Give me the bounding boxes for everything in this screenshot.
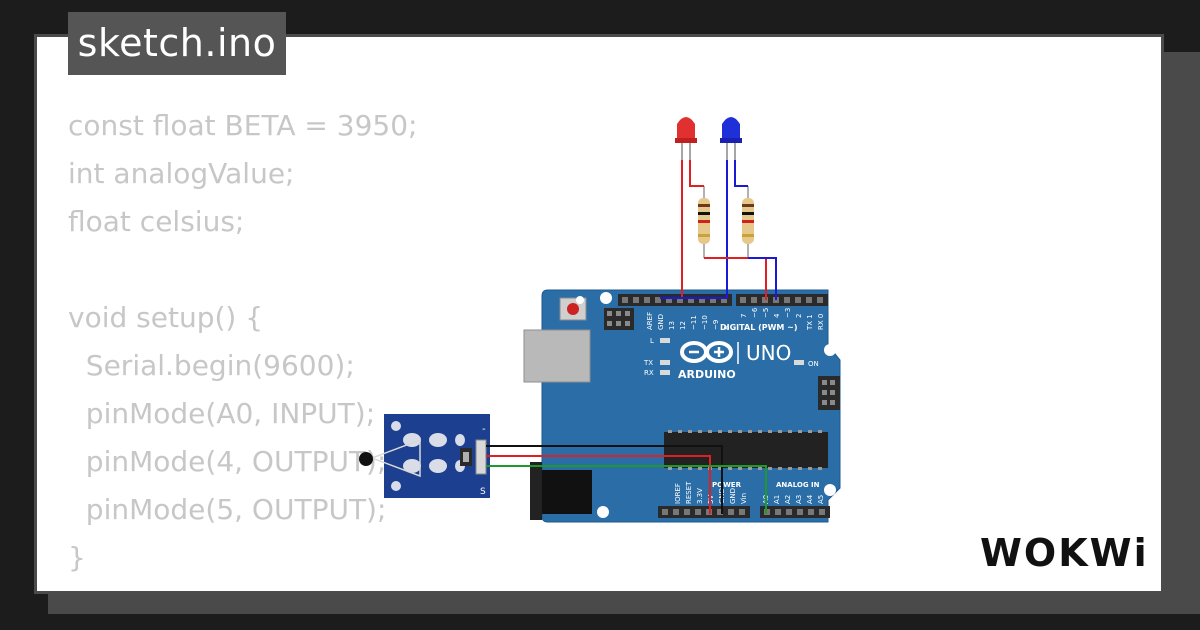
pin-label: GND: [729, 488, 737, 504]
pin-label: TX 1: [806, 314, 814, 331]
wire-sensor-vcc: [486, 455, 711, 514]
tx-label: TX: [643, 359, 653, 367]
code-line: }: [68, 541, 86, 574]
pin-label: A5: [817, 495, 825, 504]
pin-label: Vin: [740, 493, 748, 504]
circuit-diagram: AREF GND 13 12 ~11 ~10 ~9 8 7 ~6 ~5 4 ~3…: [359, 117, 841, 523]
icsp2-header: [818, 376, 840, 410]
code-line: pinMode(A0, INPUT);: [68, 397, 376, 430]
l-led-label: L: [650, 337, 654, 345]
red-led[interactable]: [675, 117, 697, 160]
rx-led: [660, 370, 670, 375]
pin-label: 7: [740, 314, 748, 318]
arduino-logo-icon: [680, 341, 733, 363]
on-label: ON: [808, 360, 819, 368]
digital-header-right: [736, 294, 828, 306]
usb-connector: [523, 329, 591, 383]
pin-label-aref: AREF: [646, 312, 654, 330]
wokwi-logo: WOKWi: [980, 531, 1149, 575]
code-line: pinMode(4, OUTPUT);: [68, 445, 387, 478]
pin-label-gnd: GND: [657, 314, 665, 330]
tx-led: [660, 360, 670, 365]
resistor-2[interactable]: [742, 186, 754, 258]
code-line: void setup() {: [68, 301, 264, 334]
pin-label: ~5: [762, 308, 770, 318]
wire-red-led-resistor: [689, 160, 704, 187]
power-label: POWER: [712, 481, 742, 489]
microcontroller-chip: [664, 432, 828, 468]
sensor-pin-s-label: S: [480, 487, 486, 497]
resistor-1[interactable]: [698, 186, 710, 258]
code-line: float celsius;: [68, 205, 245, 238]
thermistor-bead: [359, 452, 373, 466]
pin-label: A1: [773, 495, 781, 504]
l-led: [660, 338, 670, 343]
on-led: [794, 360, 804, 365]
pin-label: ~10: [701, 315, 709, 330]
pin-label: RX 0: [817, 314, 825, 330]
arduino-uno-board[interactable]: AREF GND 13 12 ~11 ~10 ~9 8 7 ~6 ~5 4 ~3…: [523, 289, 841, 523]
pin-label: 2: [795, 314, 803, 318]
pin-label: ~3: [784, 308, 792, 318]
rx-label: RX: [644, 369, 654, 377]
pin-label: A3: [795, 495, 803, 504]
ntc-temperature-sensor[interactable]: - S: [359, 414, 490, 498]
code-preview: const float BETA = 3950; int analogValue;…: [68, 102, 528, 582]
code-line: pinMode(5, OUTPUT);: [68, 493, 387, 526]
pin-label: 3.3V: [696, 488, 704, 504]
blue-led[interactable]: [720, 117, 742, 160]
pin-label: IOREF: [674, 483, 682, 504]
pin-label: 4: [773, 313, 781, 318]
pin-label: ~11: [690, 315, 698, 330]
pin-label: A4: [806, 494, 814, 504]
power-header: [658, 506, 750, 518]
board-model-label: UNO: [746, 341, 791, 365]
board-brand-label: ARDUINO: [678, 368, 736, 381]
pin-label: 12: [679, 321, 687, 330]
pin-label: ~6: [751, 307, 759, 318]
digital-label: DIGITAL (PWM ~): [720, 323, 798, 332]
sensor-pin-minus-label: -: [482, 424, 486, 435]
wire-blue-led-resistor: [734, 160, 748, 187]
wire-sensor-signal: [486, 465, 767, 514]
pin-label: 8: [723, 326, 731, 330]
analog-label: ANALOG IN: [776, 481, 820, 489]
pin-label: ~9: [712, 320, 720, 330]
pin-label: A2: [784, 495, 792, 504]
pin-label: RESET: [685, 481, 693, 504]
reset-button-cap: [567, 303, 579, 315]
code-line: const float BETA = 3950;: [68, 109, 418, 142]
pin-label: 13: [668, 321, 676, 330]
wokwi-logo-text: WOKWi: [980, 531, 1149, 575]
file-tab[interactable]: sketch.ino: [68, 12, 286, 75]
wire-sensor-gnd: [486, 445, 723, 514]
wire-resistor2-pin4: [748, 257, 777, 300]
code-line: int analogValue;: [68, 157, 295, 190]
code-line: Serial.begin(9600);: [68, 349, 355, 382]
